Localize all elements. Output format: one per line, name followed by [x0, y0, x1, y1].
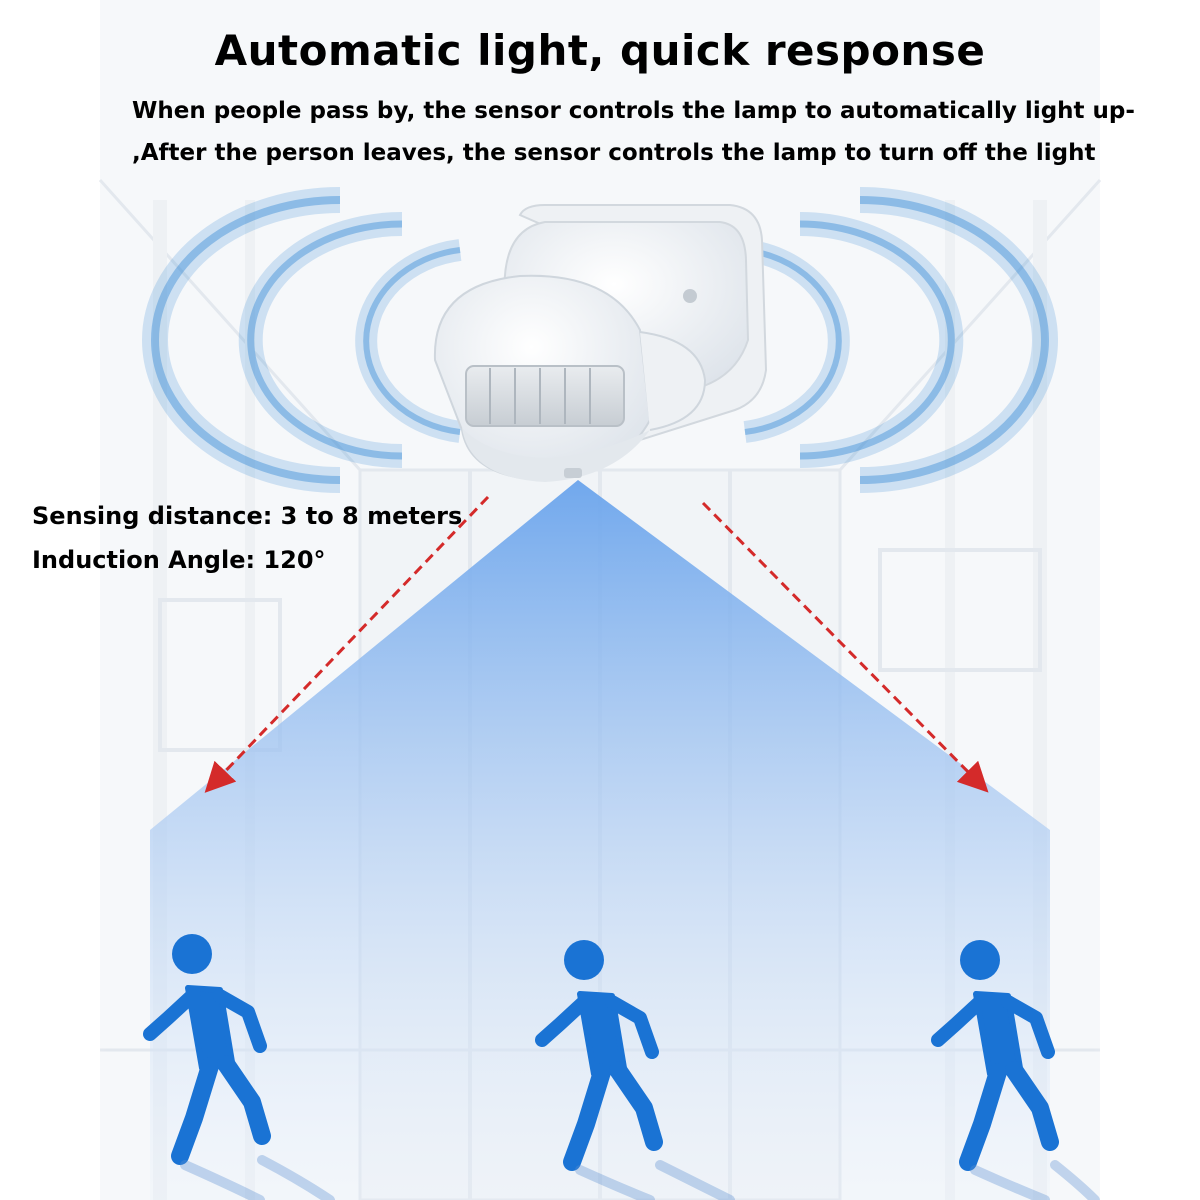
- description-line-1: When people pass by, the sensor controls…: [132, 98, 1135, 124]
- floor-shadows: [180, 1155, 1100, 1200]
- page-title: Automatic light, quick response: [214, 26, 986, 75]
- walking-person-icon-left: [143, 934, 271, 1165]
- signal-wave-icon-right: [743, 187, 1058, 493]
- walking-person-icon-center: [535, 940, 663, 1171]
- walking-person-icon-right: [931, 940, 1059, 1171]
- signal-wave-icon-left: [142, 187, 462, 493]
- induction-angle-label: Induction Angle: 120°: [32, 546, 326, 574]
- arrow-icon-right: [701, 501, 989, 793]
- description-line-2: ,After the person leaves, the sensor con…: [132, 140, 1096, 166]
- sensing-distance-label: Sensing distance: 3 to 8 meters: [32, 502, 463, 530]
- arrow-icon-left: [204, 495, 490, 793]
- motion-sensor-icon: [433, 204, 768, 482]
